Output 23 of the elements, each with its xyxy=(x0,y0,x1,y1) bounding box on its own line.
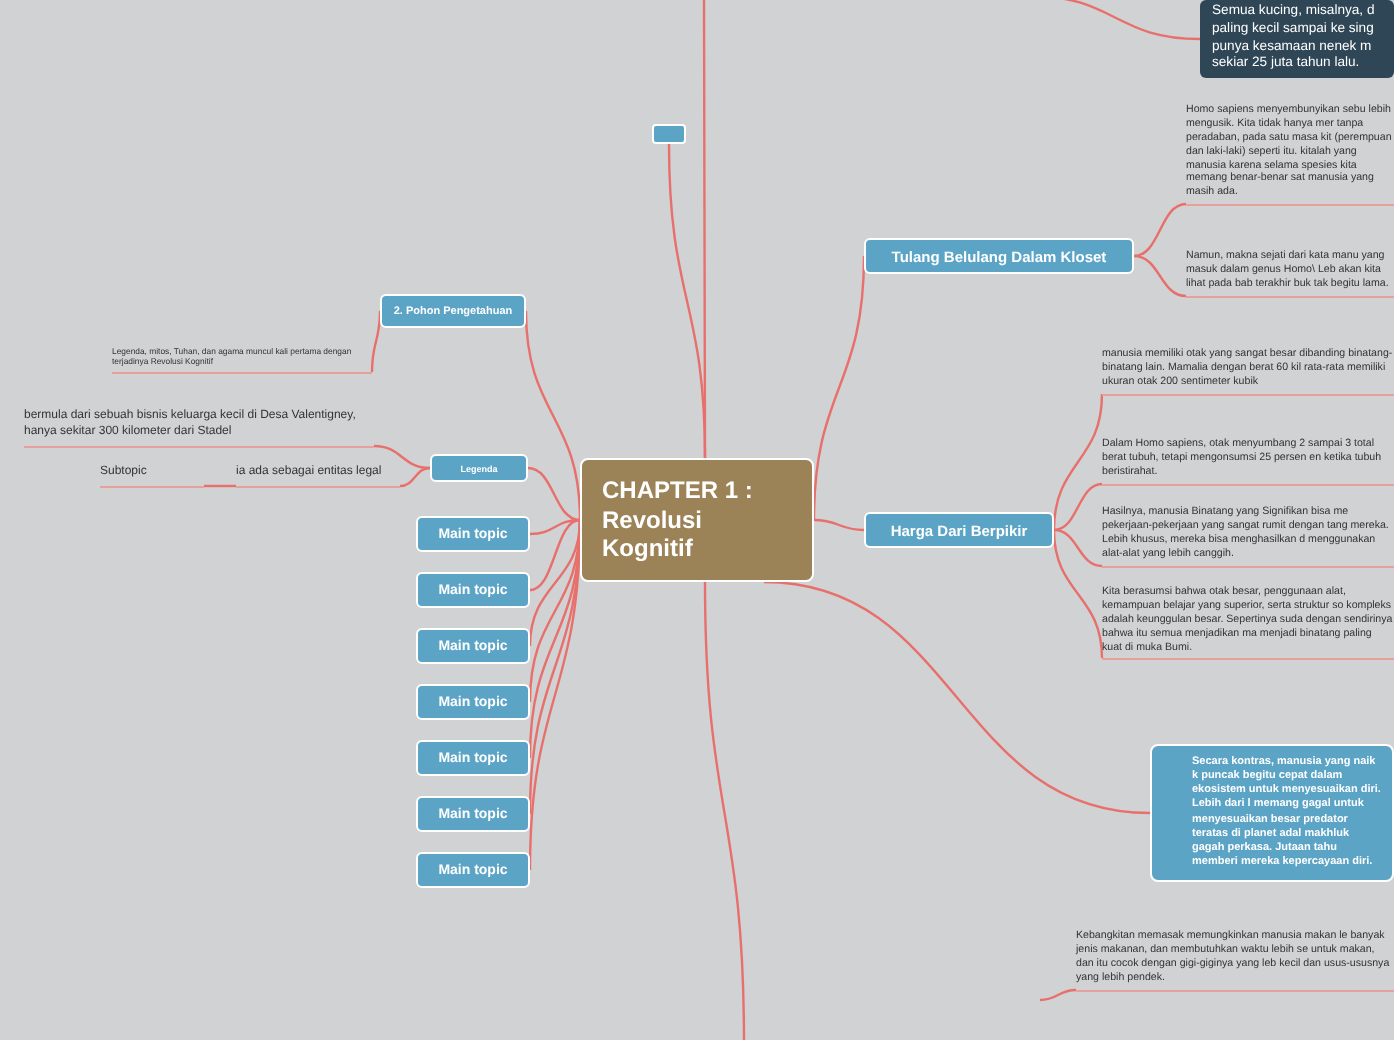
connector-line xyxy=(703,582,746,1040)
connector-line xyxy=(1052,529,1104,659)
connector-line xyxy=(812,255,866,521)
connector-line xyxy=(524,310,582,521)
connector-line xyxy=(529,518,581,592)
connector-line xyxy=(370,310,382,373)
connector-line xyxy=(1133,202,1187,258)
connector-line xyxy=(1039,988,1077,1002)
connector-line xyxy=(528,519,582,871)
connector-line xyxy=(204,484,236,488)
connector-line xyxy=(1052,393,1104,531)
connector-line xyxy=(702,0,707,458)
connector-line xyxy=(373,444,431,470)
connector-line xyxy=(529,518,581,536)
connector-line xyxy=(1133,254,1187,298)
connector-line xyxy=(527,466,581,522)
connector-line xyxy=(1053,482,1103,532)
central-topic-box: CHAPTER 1 : Revolusi Kognitif xyxy=(580,458,814,582)
connector-line xyxy=(399,466,431,488)
empty-topic-box xyxy=(652,124,686,144)
connector-line xyxy=(813,518,865,532)
connector-line xyxy=(1053,528,1103,568)
connector-line xyxy=(763,580,1151,815)
